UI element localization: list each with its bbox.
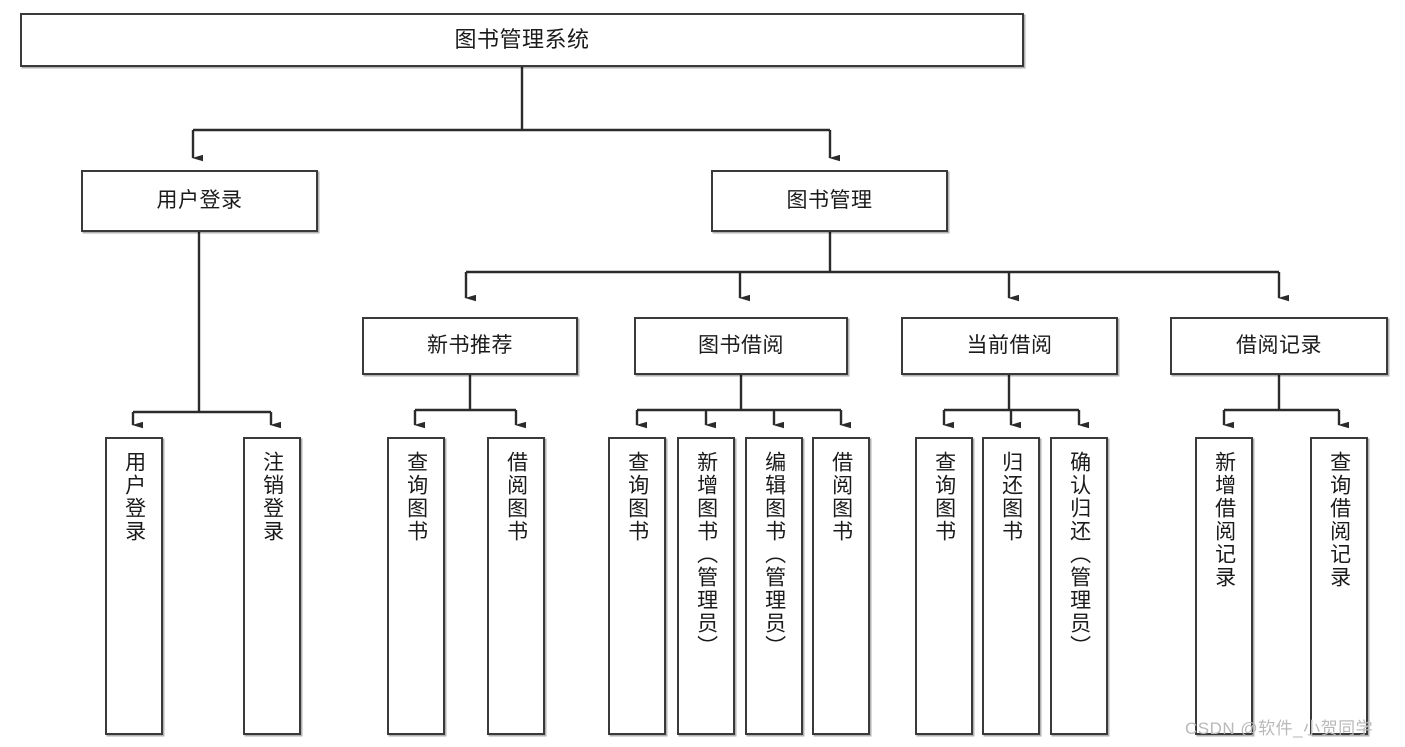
watermark: CSDN @软件_小贺同学 bbox=[1185, 719, 1374, 738]
leaf-current-query-book[interactable]: 查询图书 bbox=[915, 437, 973, 735]
node-label: 查询借阅记录 bbox=[1327, 451, 1351, 589]
leaf-borrow-query-book[interactable]: 查询图书 bbox=[608, 437, 666, 735]
leaf-borrow-edit-book-admin[interactable]: 编辑图书（管理员） bbox=[745, 437, 803, 735]
leaf-current-confirm-return-admin[interactable]: 确认归还（管理员） bbox=[1050, 437, 1108, 735]
node-user-login[interactable]: 用户登录 bbox=[81, 170, 318, 232]
node-label: 归还图书 bbox=[999, 451, 1023, 543]
node-label: 查询图书 bbox=[404, 451, 428, 543]
leaf-borrow-add-book-admin[interactable]: 新增图书（管理员） bbox=[677, 437, 735, 735]
node-label: 查询图书 bbox=[625, 451, 649, 543]
leaf-user-login-signout[interactable]: 注销登录 bbox=[243, 437, 301, 735]
leaf-new-book-query[interactable]: 查询图书 bbox=[387, 437, 445, 735]
node-label: 当前借阅 bbox=[966, 333, 1053, 357]
node-label: 图书管理 bbox=[786, 188, 873, 212]
node-label: 借阅记录 bbox=[1236, 333, 1322, 357]
leaf-user-login-signin[interactable]: 用户登录 bbox=[105, 437, 163, 735]
node-label: 注销登录 bbox=[260, 451, 284, 543]
leaf-records-query-record[interactable]: 查询借阅记录 bbox=[1310, 437, 1368, 735]
leaf-new-book-borrow[interactable]: 借阅图书 bbox=[487, 437, 545, 735]
node-label: 用户登录 bbox=[122, 451, 146, 543]
node-label: 图书借阅 bbox=[698, 333, 784, 357]
node-label: 借阅图书 bbox=[829, 451, 853, 543]
node-label: 用户登录 bbox=[156, 188, 243, 212]
node-label: 借阅图书 bbox=[504, 451, 528, 543]
node-new-book-recommend[interactable]: 新书推荐 bbox=[362, 317, 578, 375]
node-book-management[interactable]: 图书管理 bbox=[711, 170, 948, 232]
node-label: 新增图书（管理员） bbox=[694, 451, 718, 658]
node-label: 编辑图书（管理员） bbox=[762, 451, 786, 658]
node-label: 图书管理系统 bbox=[454, 27, 590, 53]
node-label: 查询图书 bbox=[932, 451, 956, 543]
node-label: 新增借阅记录 bbox=[1212, 451, 1236, 589]
node-label: 确认归还（管理员） bbox=[1067, 451, 1091, 658]
node-root-system[interactable]: 图书管理系统 bbox=[20, 13, 1024, 67]
node-borrow-records[interactable]: 借阅记录 bbox=[1170, 317, 1388, 375]
leaf-records-add-record[interactable]: 新增借阅记录 bbox=[1195, 437, 1253, 735]
leaf-current-return-book[interactable]: 归还图书 bbox=[982, 437, 1040, 735]
node-current-borrow[interactable]: 当前借阅 bbox=[901, 317, 1118, 375]
node-book-borrow[interactable]: 图书借阅 bbox=[634, 317, 848, 375]
node-label: 新书推荐 bbox=[427, 333, 513, 357]
leaf-borrow-borrow-book[interactable]: 借阅图书 bbox=[812, 437, 870, 735]
